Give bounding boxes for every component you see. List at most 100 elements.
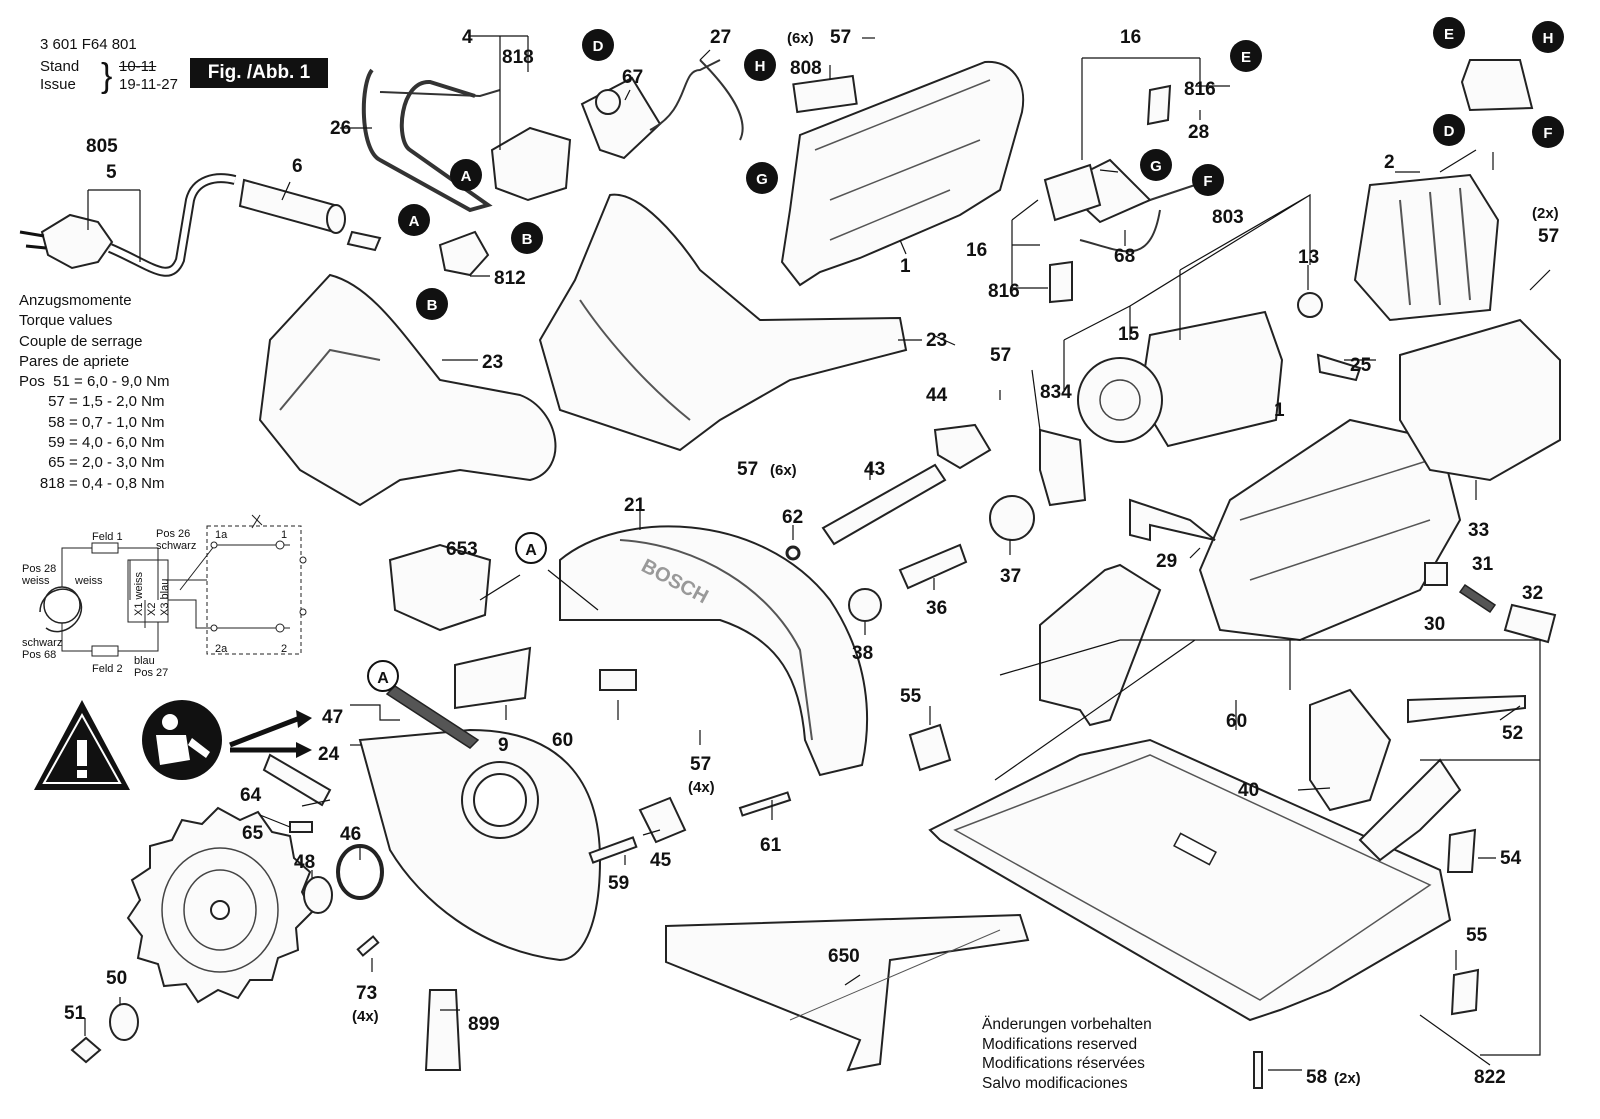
label-13: 13 [1298, 247, 1319, 268]
bearing-38 [848, 588, 882, 622]
connector-badges: D H G A B A B E G F E H D F A A [367, 17, 1564, 692]
wiring-pos68: Pos 68 [22, 649, 56, 661]
connector-d-1: D [593, 38, 604, 55]
label-60-b: 60 [552, 730, 573, 751]
knob-54 [1446, 828, 1477, 873]
gear-37 [989, 495, 1035, 541]
label-43: 43 [864, 459, 885, 480]
label-26: 26 [330, 118, 351, 139]
connector-a-open-1: A [525, 542, 537, 559]
torque-title-es: Pares de apriete [19, 352, 130, 370]
bevel-bracket-right [1358, 758, 1462, 862]
label-55-a: 55 [900, 686, 922, 707]
switch [490, 126, 572, 202]
label-4x-a: (4x) [688, 779, 715, 796]
label-52: 52 [1502, 723, 1523, 744]
label-28: 28 [1188, 122, 1209, 143]
lever-64 [262, 753, 332, 807]
connector-e-2: E [1444, 26, 1454, 43]
connector-g-2: G [1150, 158, 1162, 175]
torque-title-fr: Couple de serrage [19, 332, 143, 350]
connector-b-1: B [522, 231, 533, 248]
wiring-diagram: Feld 1 Feld 2 Pos 26 schwarz Pos 28 weis… [21, 514, 307, 679]
wiring-terminal-1: 1 [281, 529, 287, 541]
handle-half-left [258, 273, 557, 507]
label-653: 653 [446, 539, 478, 560]
label-9: 9 [498, 735, 509, 756]
label-21: 21 [624, 495, 646, 516]
leader-lines [84, 35, 1551, 1071]
part-labels: 4 818 27 67 26 805 5 6 812 (6x) 57 808 1… [64, 27, 1559, 1088]
wiring-terminal-1a: 1a [215, 529, 228, 541]
label-57-d: 57 [990, 345, 1011, 366]
label-30: 30 [1424, 614, 1445, 635]
part-653 [388, 543, 492, 632]
label-4x-b: (4x) [352, 1008, 379, 1025]
label-805: 805 [86, 136, 118, 157]
label-16-b: 16 [966, 240, 987, 261]
wiring-pos28: Pos 28 [22, 563, 56, 575]
lower-blade-guard [358, 728, 602, 962]
connector-h-2: H [1543, 30, 1554, 47]
label-51: 51 [64, 1003, 86, 1024]
figure-badge: Fig. /Abb. 1 [190, 58, 328, 88]
stator [1353, 173, 1500, 322]
bearing-13 [1297, 292, 1323, 318]
label-822: 822 [1474, 1067, 1506, 1088]
label-45: 45 [650, 850, 672, 871]
connector-g-1: G [756, 171, 768, 188]
cap-32 [1503, 603, 1557, 644]
tube-899 [424, 989, 462, 1071]
screw-59 [588, 836, 638, 864]
label-834: 834 [1040, 382, 1072, 403]
modifications-note: Änderungen vorbehalten Modifications res… [982, 1015, 1152, 1093]
label-812: 812 [494, 268, 526, 289]
torque-row: 57 = 1,5 - 2,0 Nm [19, 393, 165, 411]
wiring-feld1: Feld 1 [92, 531, 123, 543]
torque-title-de: Anzugsmomente [19, 292, 132, 309]
connector-d-2: D [1444, 123, 1455, 140]
label-6x-b: (6x) [770, 462, 797, 479]
torque-row: 65 = 2,0 - 3,0 Nm [19, 454, 165, 472]
fan [1077, 357, 1163, 443]
torque-table: Anzugsmomente Torque values Couple de se… [19, 291, 170, 494]
label-48: 48 [294, 852, 315, 873]
label-47: 47 [322, 707, 343, 728]
label-15: 15 [1118, 324, 1140, 345]
spindle-36 [898, 543, 968, 590]
connector-a-1: A [461, 168, 472, 185]
torque-row: 59 = 4,0 - 6,0 Nm [19, 434, 165, 452]
label-61: 61 [760, 835, 782, 856]
wiring-weiss-left: weiss [21, 575, 50, 587]
wiring-schwarz-top: schwarz [156, 540, 196, 552]
motor-housing-half [780, 60, 1025, 287]
knob-55 [1450, 968, 1480, 1016]
label-23-b: 23 [482, 352, 503, 373]
label-38: 38 [852, 643, 873, 664]
wiring-pos27: Pos 27 [134, 667, 168, 679]
label-808: 808 [790, 58, 822, 79]
note-fr: Modifications réservées [982, 1055, 1145, 1072]
label-40: 40 [1238, 780, 1259, 801]
label-16-a: 16 [1120, 27, 1141, 48]
torque-row: 818 = 0,4 - 0,8 Nm [19, 474, 165, 492]
flange-48 [303, 876, 333, 914]
flange-50 [109, 1003, 139, 1041]
label-24: 24 [318, 744, 340, 765]
wiring-weiss: weiss [74, 575, 103, 587]
label-803: 803 [1212, 207, 1244, 228]
label-32: 32 [1522, 583, 1543, 604]
torque-row: Pos 51 = 6,0 - 9,0 Nm [19, 373, 170, 391]
cable-loop [361, 68, 493, 213]
pin-61 [738, 791, 792, 817]
torque-title-en: Torque values [19, 312, 113, 330]
document-number: 3 601 F64 801 [40, 36, 137, 53]
label-57-e: 57 [690, 754, 711, 775]
screw-65 [289, 821, 313, 833]
wiring-schwarz-bottom: schwarz [22, 637, 62, 649]
label-57-c: 57 [1538, 226, 1559, 247]
wiring-terminal-2: 2 [281, 643, 287, 655]
screw-60 [599, 669, 637, 691]
